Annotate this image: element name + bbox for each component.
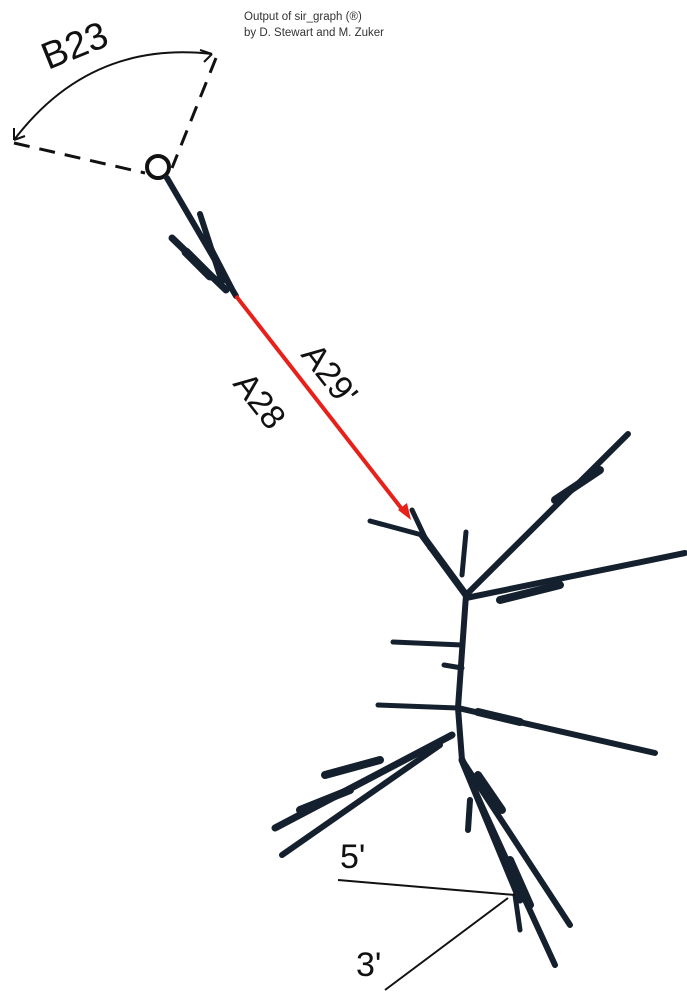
helix-label-a28: A28	[226, 366, 293, 437]
three-prime-label: 3'	[356, 946, 381, 984]
three-prime-line	[385, 898, 508, 990]
junction-dashed-line-left	[14, 143, 145, 173]
highlighted-helix: A29' A28	[226, 296, 411, 520]
branching-tree	[275, 434, 685, 965]
upper-stem	[167, 178, 236, 296]
helix-label-a29: A29'	[294, 337, 365, 413]
five-prime-line	[338, 880, 515, 895]
junction-dashed-line-right	[172, 58, 216, 168]
credit-line-2: by D. Stewart and M. Zuker	[244, 27, 384, 39]
credit-line-1: Output of sir_graph (®)	[244, 11, 362, 23]
junction-arc-arrowhead-right	[200, 50, 212, 62]
strand-ends: 5' 3'	[338, 838, 515, 990]
junction-loop-circle	[147, 156, 169, 178]
junction-arc	[14, 52, 212, 140]
junction-b23-annotation: B23	[14, 14, 216, 178]
five-prime-label: 5'	[340, 838, 365, 876]
